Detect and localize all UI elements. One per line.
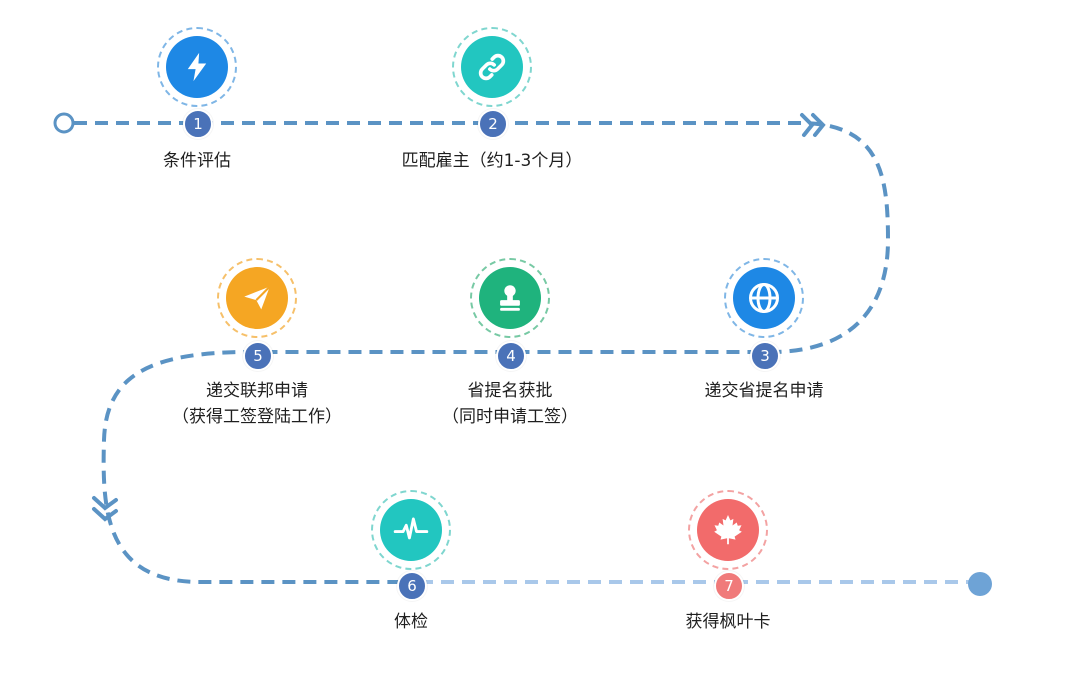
- step-6-ring: [371, 490, 451, 570]
- step-2-disc: [461, 36, 523, 98]
- step-7-badge: 7: [714, 571, 744, 601]
- step-4-ring: [470, 258, 550, 338]
- step-5-badge: 5: [243, 341, 273, 371]
- maple-leaf-icon: [714, 515, 742, 545]
- road-chevrons-right: [800, 113, 826, 137]
- step-1-ring: [157, 27, 237, 107]
- paper-plane-icon: [244, 285, 271, 310]
- globe-icon: [749, 283, 779, 313]
- step-2-badge: 2: [478, 109, 508, 139]
- step-5-sublabel: （获得工签登陆工作）: [172, 407, 342, 427]
- step-4-disc: [479, 267, 541, 329]
- step-3-label: 递交省提名申请: [704, 381, 824, 401]
- step-6-label: 体检: [394, 612, 428, 632]
- step-4-badge: 4: [496, 341, 526, 371]
- lightning-icon: [187, 52, 207, 82]
- step-5-disc: [226, 267, 288, 329]
- link-icon: [478, 53, 506, 81]
- step-7-disc: [697, 499, 759, 561]
- step-5-ring: [217, 258, 297, 338]
- step-3-disc: [733, 267, 795, 329]
- road-chevrons-down: [92, 496, 118, 522]
- step-1-disc: [166, 36, 228, 98]
- step-2-label: 匹配雇主（约1-3个月）: [401, 151, 583, 171]
- heartbeat-icon: [393, 517, 429, 540]
- step-7-ring: [688, 490, 768, 570]
- step-4-label: 省提名获批: [467, 381, 553, 401]
- step-5-label: 递交联邦申请: [206, 381, 308, 401]
- step-2-ring: [452, 27, 532, 107]
- road-start-marker: [53, 112, 75, 134]
- step-1-label: 条件评估: [163, 151, 231, 171]
- stamp-icon: [500, 285, 520, 311]
- step-6-badge: 6: [397, 571, 427, 601]
- step-6-disc: [380, 499, 442, 561]
- step-3-badge: 3: [750, 341, 780, 371]
- step-1-badge: 1: [183, 109, 213, 139]
- step-7-label: 获得枫叶卡: [685, 612, 771, 632]
- step-3-ring: [724, 258, 804, 338]
- step-4-sublabel: （同时申请工签）: [442, 407, 578, 427]
- road-end-marker: [968, 572, 992, 596]
